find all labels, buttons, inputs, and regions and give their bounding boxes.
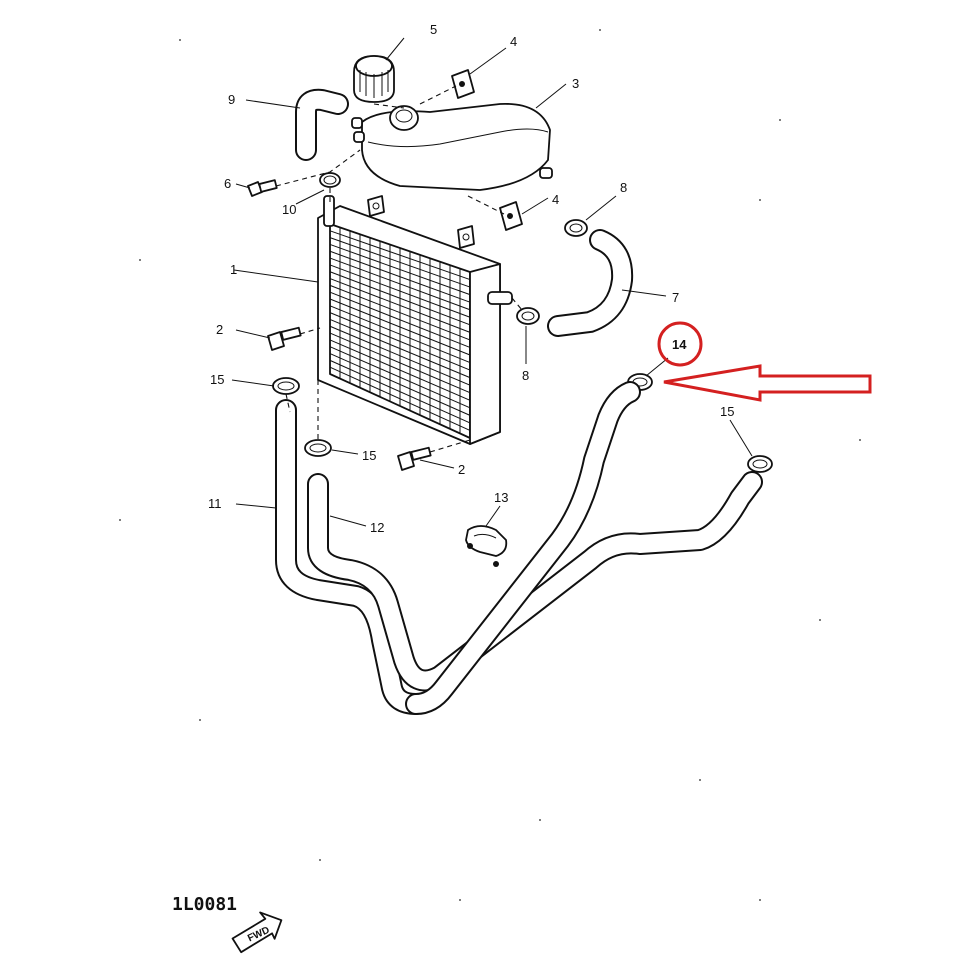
callout-12: 12 <box>370 520 384 535</box>
leader-lines <box>231 37 753 527</box>
callout-3: 3 <box>572 76 579 91</box>
callouts: 1 2 2 3 4 4 5 6 7 8 8 9 10 11 12 13 14 1… <box>208 22 734 535</box>
radiator-hose-7[interactable] <box>547 229 634 337</box>
hose-clamp-15-right[interactable] <box>747 455 773 473</box>
scan-dots <box>119 29 861 901</box>
callout-7: 7 <box>672 290 679 305</box>
callout-8-lower: 8 <box>522 368 529 383</box>
radiator-cap[interactable] <box>353 55 395 103</box>
radiator-core[interactable] <box>317 195 513 445</box>
hose-clamp-8-lower[interactable] <box>516 307 540 325</box>
long-hose-12[interactable] <box>307 471 763 692</box>
bolt-2-right[interactable] <box>397 446 432 471</box>
callout-4-upper: 4 <box>510 34 517 49</box>
drawing-code: 1L0081 <box>172 894 237 915</box>
callout-14: 14 <box>672 337 687 352</box>
callout-5: 5 <box>430 22 437 37</box>
callout-6: 6 <box>224 176 231 191</box>
hose-clip-13[interactable] <box>465 525 508 567</box>
callout-13: 13 <box>494 490 508 505</box>
callout-4-lower: 4 <box>552 192 559 207</box>
hose-clamp-10[interactable] <box>319 172 341 188</box>
callout-15-right: 15 <box>720 404 734 419</box>
hose-clamp-15-mid[interactable] <box>304 439 332 457</box>
callout-2-left: 2 <box>216 322 223 337</box>
callout-15-left: 15 <box>210 372 224 387</box>
callout-11: 11 <box>208 496 222 511</box>
callout-1: 1 <box>230 262 237 277</box>
callout-15-mid: 15 <box>362 448 376 463</box>
rubber-mount-lower[interactable] <box>499 201 523 231</box>
callout-2-right: 2 <box>458 462 465 477</box>
long-hose-return[interactable] <box>405 381 641 715</box>
highlight-marker <box>657 321 872 402</box>
highlight-arrow-icon <box>663 364 872 402</box>
small-hose-9[interactable] <box>295 88 349 161</box>
long-hose-11[interactable] <box>275 399 427 715</box>
hose-clamp-8-upper[interactable] <box>564 219 588 237</box>
assembly-lines <box>275 85 523 453</box>
callout-9: 9 <box>228 92 235 107</box>
callout-8-upper: 8 <box>620 180 627 195</box>
hose-clamp-15-left[interactable] <box>272 377 300 395</box>
rubber-mount-upper[interactable] <box>451 69 475 99</box>
bolt-6[interactable] <box>247 179 278 197</box>
highlight-circle <box>657 321 703 367</box>
bolt-2-left[interactable] <box>267 326 302 351</box>
reservoir-tank[interactable] <box>351 103 553 191</box>
footer-block: 1L0081 FWD <box>172 894 283 954</box>
callout-10: 10 <box>282 202 296 217</box>
radiator-fins <box>329 227 471 434</box>
